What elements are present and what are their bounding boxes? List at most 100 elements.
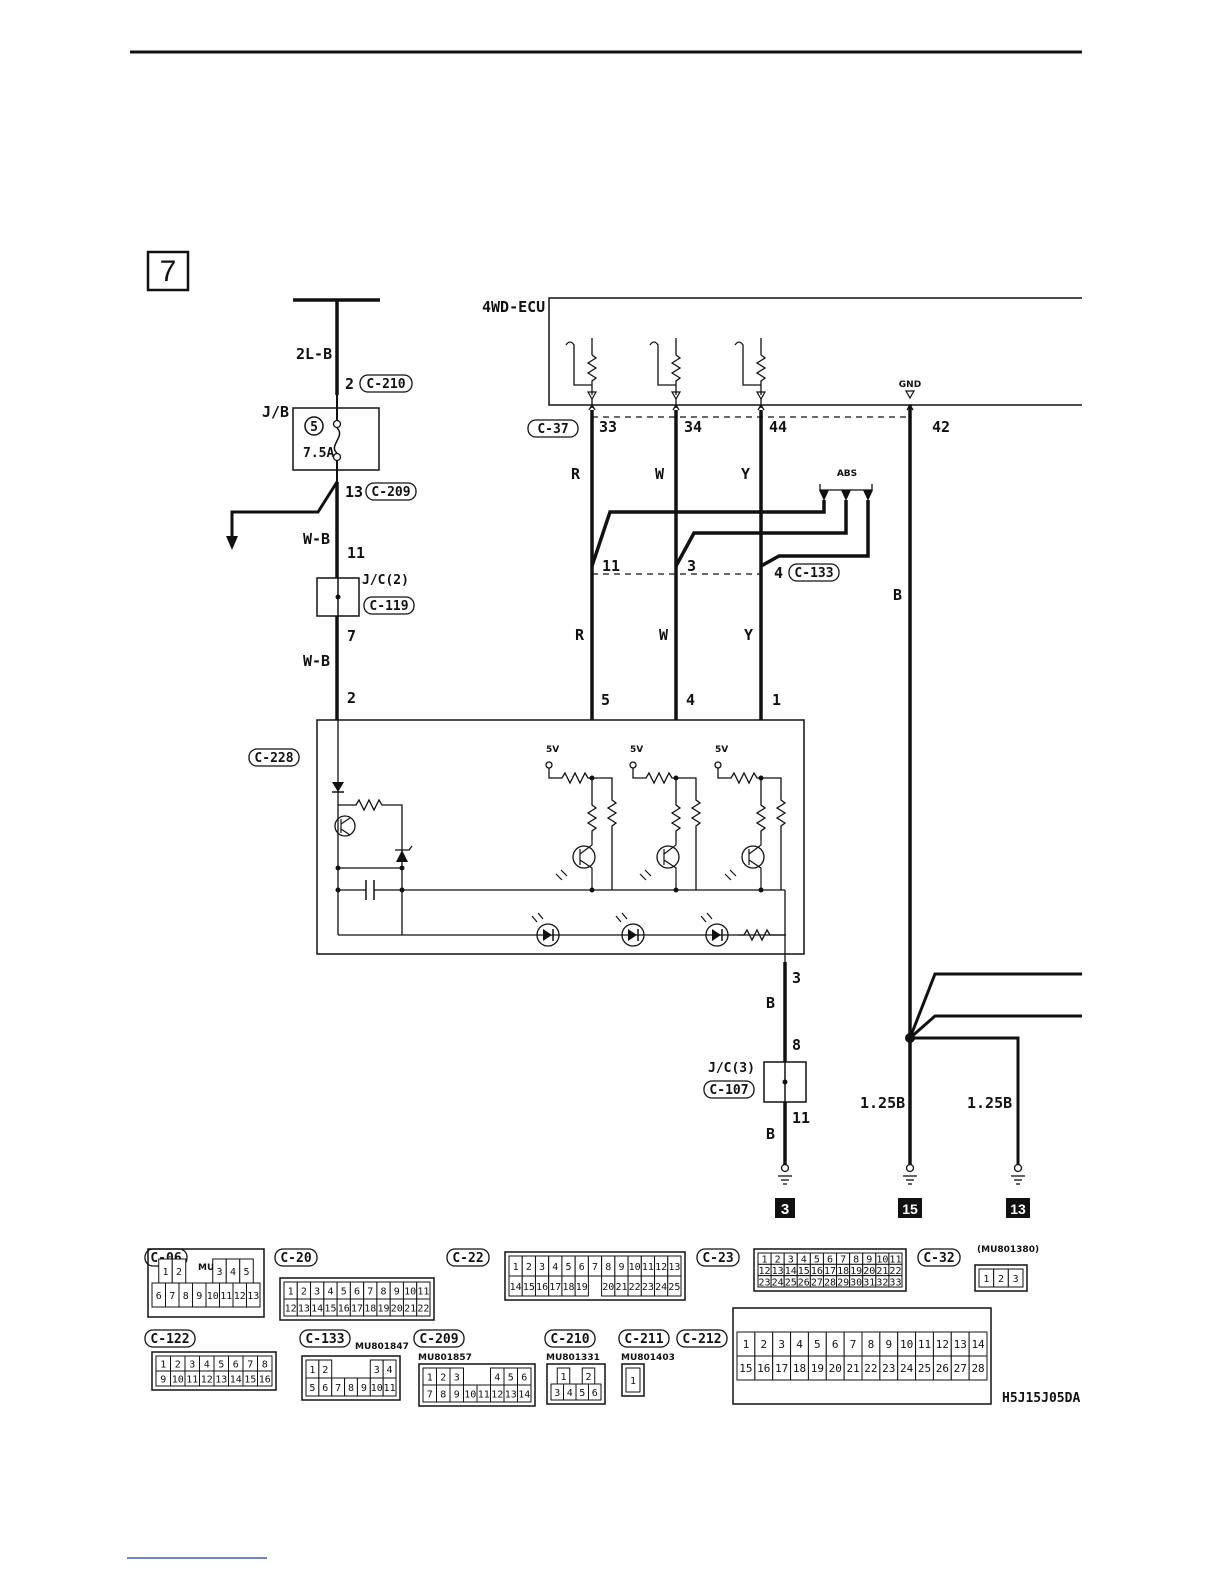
- connector-housing: [974, 1264, 1028, 1292]
- light-rays-icon: [639, 869, 652, 881]
- pin-number: 25: [785, 1277, 797, 1288]
- supply-voltage-label: 5V: [546, 745, 559, 755]
- pin-number: 6: [579, 1262, 585, 1273]
- pin-number: 5: [579, 1388, 585, 1399]
- pin-number: 4: [230, 1267, 236, 1278]
- pin-number: 12: [285, 1304, 297, 1315]
- connector-label-c133: C-133: [794, 566, 833, 581]
- pin-number: 17: [549, 1282, 561, 1293]
- pin-number: 9: [866, 1255, 872, 1266]
- pin-number: 26: [798, 1277, 810, 1288]
- pin-number: 6: [521, 1373, 527, 1384]
- pin-number: 18: [793, 1362, 806, 1375]
- connector-housing: [504, 1251, 686, 1301]
- pin-number: 8: [868, 1338, 875, 1351]
- pin-number: 22: [864, 1362, 877, 1375]
- pin-number: 4: [494, 1373, 500, 1384]
- sensor-channel: 5V: [700, 745, 787, 923]
- pin-number: 11: [417, 1287, 429, 1298]
- pin-number: 6: [322, 1383, 328, 1394]
- abs-label: ABS: [837, 469, 857, 479]
- pin-number: 8: [440, 1390, 446, 1401]
- node: [673, 887, 679, 893]
- pin-cell: [968, 1355, 988, 1381]
- connector-part-number: MU801857: [418, 1353, 472, 1363]
- pin-number: 5: [508, 1373, 514, 1384]
- pin-label: 11: [792, 1109, 810, 1127]
- pin-number: 12: [201, 1375, 213, 1386]
- pin-number: 8: [348, 1383, 354, 1394]
- connector-id: C-133: [305, 1332, 344, 1347]
- wire-label-125b: 1.25B: [967, 1094, 1012, 1112]
- pin-number: 4: [796, 1338, 803, 1351]
- connector-label-c228: C-228: [254, 751, 293, 766]
- pin-number: 19: [850, 1266, 862, 1277]
- sensor-pin-label: 5: [601, 691, 610, 709]
- light-rays-icon: [700, 912, 713, 923]
- ground-icon: [903, 1163, 917, 1185]
- connector-face-views: C-06MU80185512345678910111213C-201234567…: [144, 1245, 1039, 1407]
- pin-number: 15: [739, 1362, 752, 1375]
- branch-wire: [909, 1014, 1082, 1040]
- connector-id: C-32: [923, 1251, 954, 1266]
- abs-terminal-icon: [841, 490, 851, 501]
- jc2-node: [335, 594, 341, 600]
- pin-number: 14: [311, 1304, 323, 1315]
- connector-tag-c37: [527, 419, 579, 438]
- pin-number: 25: [918, 1362, 931, 1375]
- pin-number: 1: [427, 1373, 433, 1384]
- pin-number: 7: [367, 1287, 373, 1298]
- pin-number: 7: [427, 1390, 433, 1401]
- ground-icon: [778, 1163, 792, 1185]
- connector-tag-c107: [703, 1080, 755, 1099]
- sensor-pin-label: 1: [772, 691, 781, 709]
- pin-number: 1: [160, 1360, 166, 1371]
- pin-number: 11: [918, 1338, 931, 1351]
- pin-number: 20: [602, 1282, 614, 1293]
- resistor: [761, 777, 787, 890]
- pin-number: 13: [247, 1291, 259, 1302]
- phototransistor-leads: [748, 840, 762, 890]
- wire-label-125b: 1.25B: [860, 1094, 905, 1112]
- pin-number: 5: [566, 1262, 572, 1273]
- figure-code: H5J15J05DA: [1002, 1391, 1080, 1406]
- ecu-input-44: [734, 338, 767, 408]
- pin-number: 6: [592, 1388, 598, 1399]
- pin-cell: [574, 1275, 589, 1297]
- pin-number: 3: [778, 1338, 785, 1351]
- pin-number: 11: [478, 1390, 490, 1401]
- pin-number: 6: [156, 1291, 162, 1302]
- phototransistor-icon: [741, 845, 765, 869]
- pin-number: 31: [863, 1277, 875, 1288]
- pin-number: 21: [846, 1362, 859, 1375]
- pin-number: 23: [882, 1362, 895, 1375]
- splice-node: [905, 1033, 915, 1043]
- abs-wire-r: [590, 500, 826, 567]
- wire-label-2l-b: 2L-B: [296, 345, 332, 363]
- gnd-label: GND: [899, 380, 921, 390]
- pin-number: 16: [811, 1266, 823, 1277]
- pin-number: 3: [539, 1262, 545, 1273]
- ground-ref-box: [1006, 1198, 1030, 1218]
- pin-number: 19: [576, 1282, 588, 1293]
- connector-tag-c228: [248, 748, 300, 767]
- connector-tag: [696, 1248, 740, 1267]
- wire-label-w-b: W-B: [303, 652, 330, 670]
- pin-number: 4: [801, 1255, 807, 1266]
- connector-housing: [621, 1363, 645, 1397]
- resistor: [676, 777, 702, 890]
- pin-number: 3: [314, 1287, 320, 1298]
- pin-number: 2: [526, 1262, 532, 1273]
- resistor: [592, 777, 618, 890]
- arrow-down-icon: [226, 536, 238, 550]
- wire-color-label: Y: [741, 465, 750, 483]
- pin-number: 2: [175, 1360, 181, 1371]
- gnd-pin-label: 42: [932, 418, 950, 436]
- pin-label: 11: [347, 544, 365, 562]
- connector-tag-c209: [365, 482, 417, 501]
- resistor: [670, 778, 682, 840]
